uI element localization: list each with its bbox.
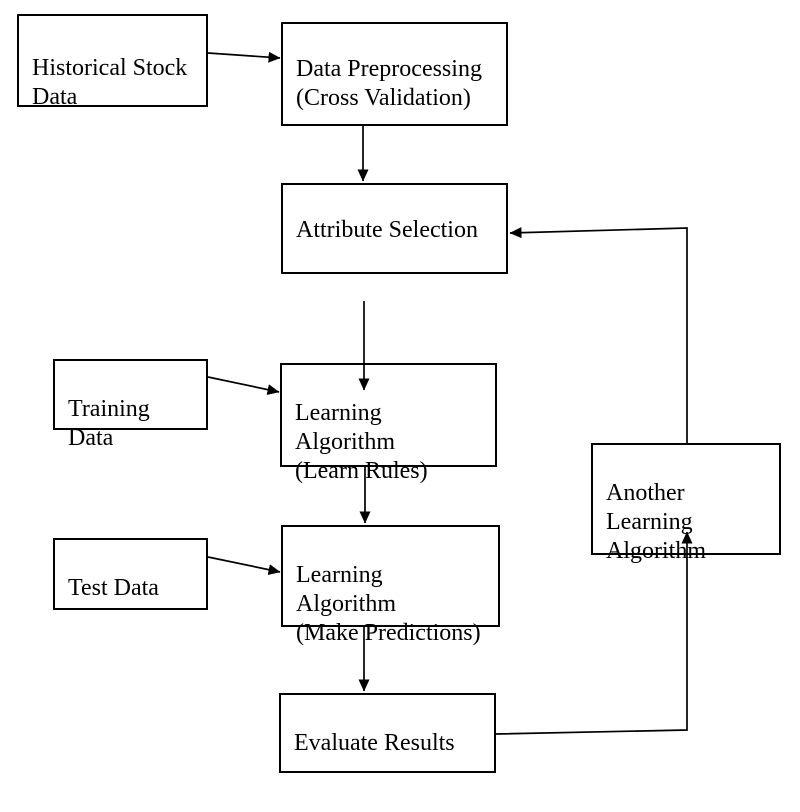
node-learning-algorithm-learn-rules: Learning Algorithm (Learn Rules) [280,363,497,484]
node-training-data: Training Data [53,359,208,451]
node-historical-stock-data: Historical Stock Data [17,14,208,110]
connector-historical-to-preprocessing [207,51,281,63]
node-attribute-selection-label: Attribute Selection [296,217,478,243]
node-another-learning-algorithm: Another Learning Algorithm [591,443,781,564]
connector-training-to-learn-rules [207,376,280,396]
node-evaluate-results: Evaluate Results [279,693,496,773]
node-test-data-label: Test Data [68,575,159,601]
connector-another-to-attribute [509,227,688,444]
node-another-learning-algorithm-label: Another Learning Algorithm [606,480,706,564]
node-training-data-label: Training Data [68,396,150,451]
node-evaluate-results-label: Evaluate Results [294,730,455,756]
node-learning-algorithm-make-predictions-label: Learning Algorithm (Make Predictions) [296,562,481,646]
node-data-preprocessing: Data Preprocessing (Cross Validation) [281,22,508,126]
node-learning-algorithm-make-predictions: Learning Algorithm (Make Predictions) [281,525,500,646]
node-historical-stock-data-label: Historical Stock Data [32,55,188,110]
node-test-data: Test Data [53,538,208,610]
connector-test-to-make-predictions [207,556,281,576]
node-data-preprocessing-label: Data Preprocessing (Cross Validation) [296,56,482,111]
node-learning-algorithm-learn-rules-label: Learning Algorithm (Learn Rules) [295,400,428,484]
node-attribute-selection: Attribute Selection [281,183,508,274]
